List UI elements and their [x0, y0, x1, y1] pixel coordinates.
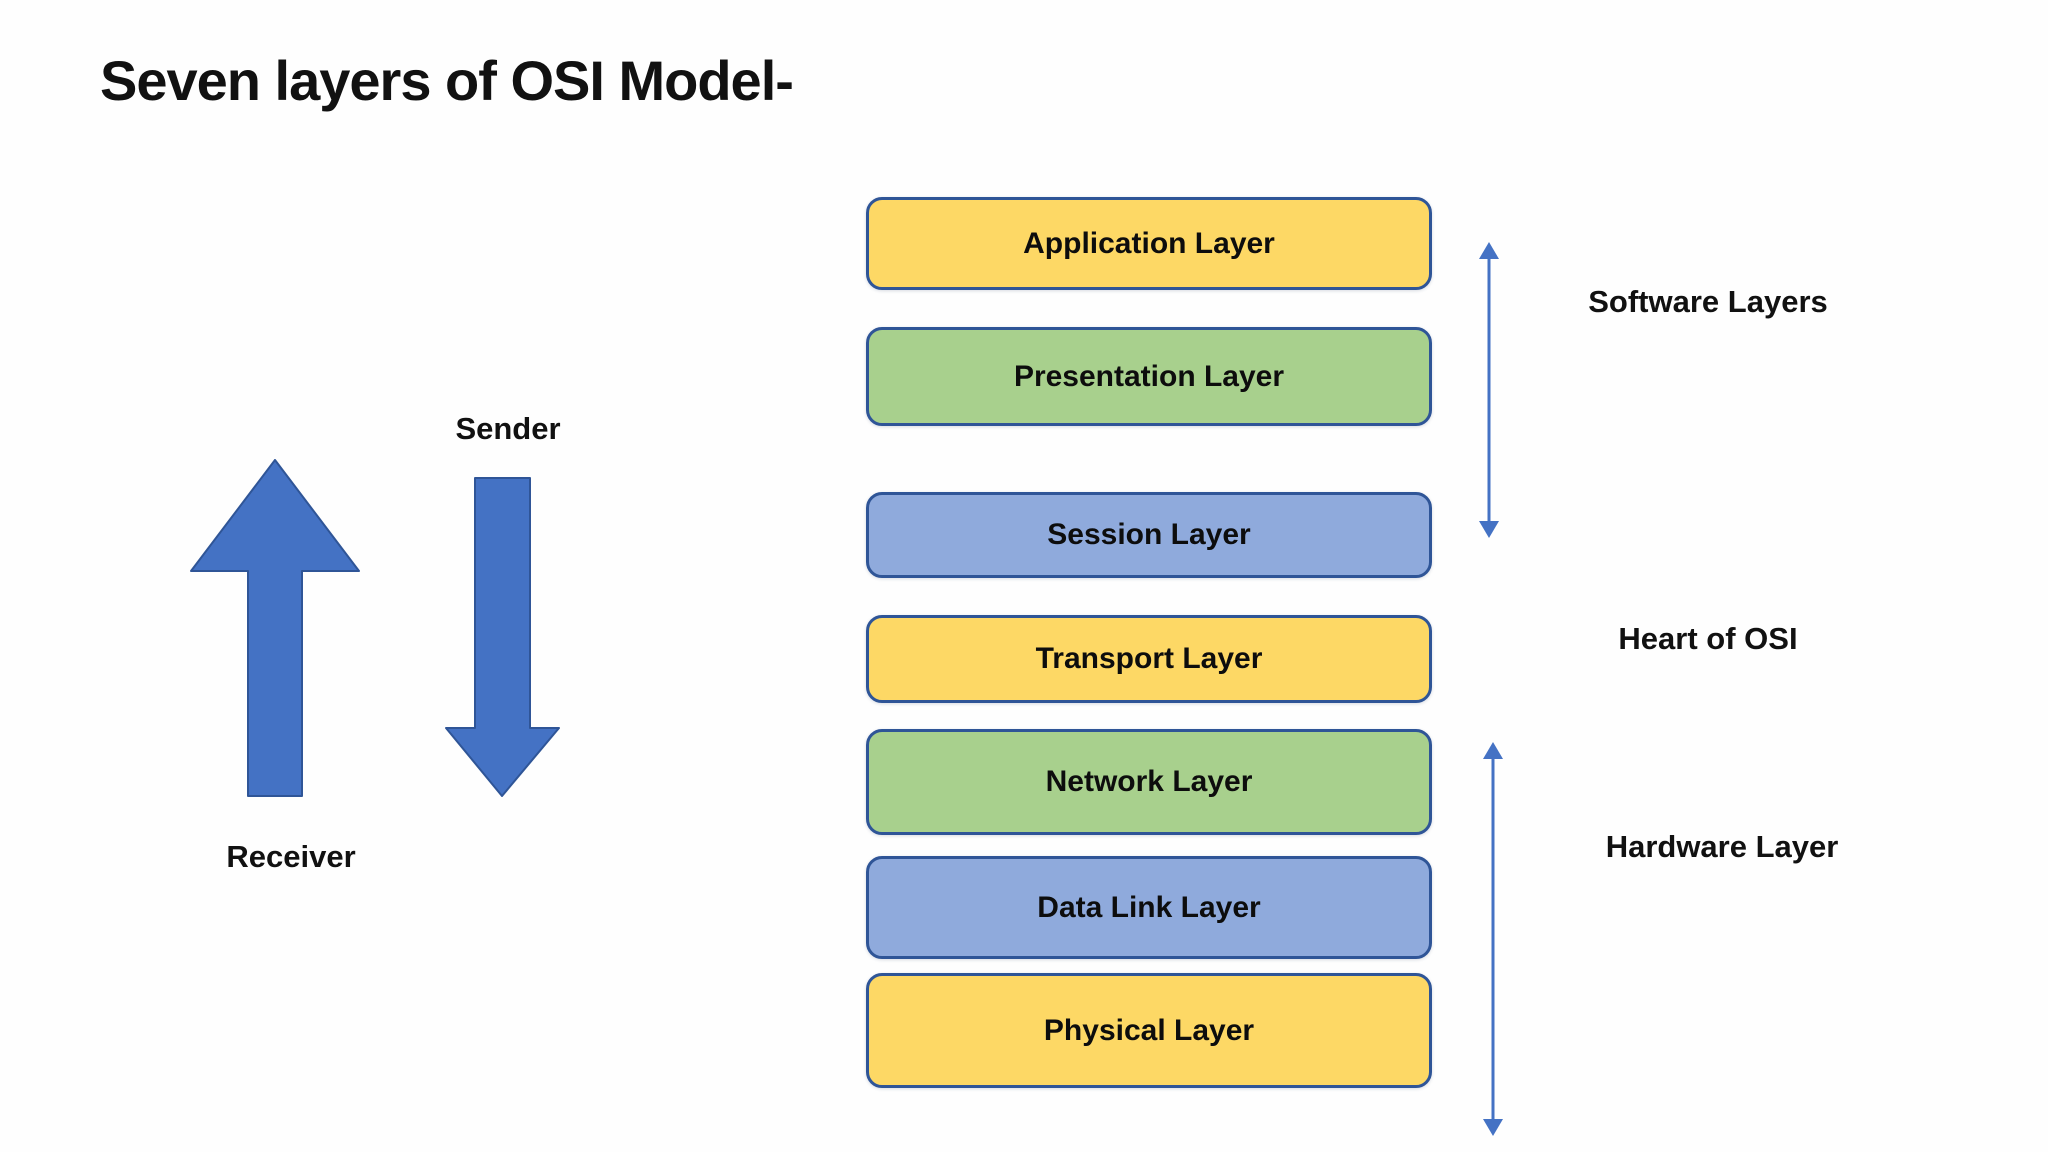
- sender-down-arrow-icon: [445, 477, 560, 797]
- heart-of-osi-label: Heart of OSI: [1618, 621, 1798, 656]
- layer-transport: Transport Layer: [866, 615, 1432, 703]
- hardware-layer-range-arrow-icon: [1483, 742, 1503, 1136]
- layer-application: Application Layer: [866, 197, 1432, 290]
- layer-datalink-label: Data Link Layer: [1037, 890, 1261, 924]
- software-layers-range-arrow-icon: [1479, 242, 1499, 538]
- layer-datalink: Data Link Layer: [866, 856, 1432, 959]
- layer-session: Session Layer: [866, 492, 1432, 578]
- layer-physical-label: Physical Layer: [1043, 1013, 1255, 1047]
- receiver-up-arrow-icon: [190, 459, 360, 797]
- page-title: Seven layers of OSI Model-: [100, 49, 794, 112]
- software-layers-label: Software Layers: [1588, 284, 1828, 319]
- layer-application-label: Application Layer: [1023, 226, 1275, 260]
- hardware-layer-label: Hardware Layer: [1605, 829, 1839, 864]
- layer-presentation-label: Presentation Layer: [1013, 359, 1285, 393]
- layer-physical: Physical Layer: [866, 973, 1432, 1088]
- layer-presentation: Presentation Layer: [866, 327, 1432, 426]
- layer-transport-label: Transport Layer: [1035, 642, 1263, 675]
- layer-network: Network Layer: [866, 729, 1432, 835]
- receiver-label: Receiver: [226, 839, 356, 874]
- sender-label: Sender: [455, 411, 561, 446]
- layer-network-label: Network Layer: [1045, 765, 1253, 798]
- layer-session-label: Session Layer: [1047, 518, 1251, 551]
